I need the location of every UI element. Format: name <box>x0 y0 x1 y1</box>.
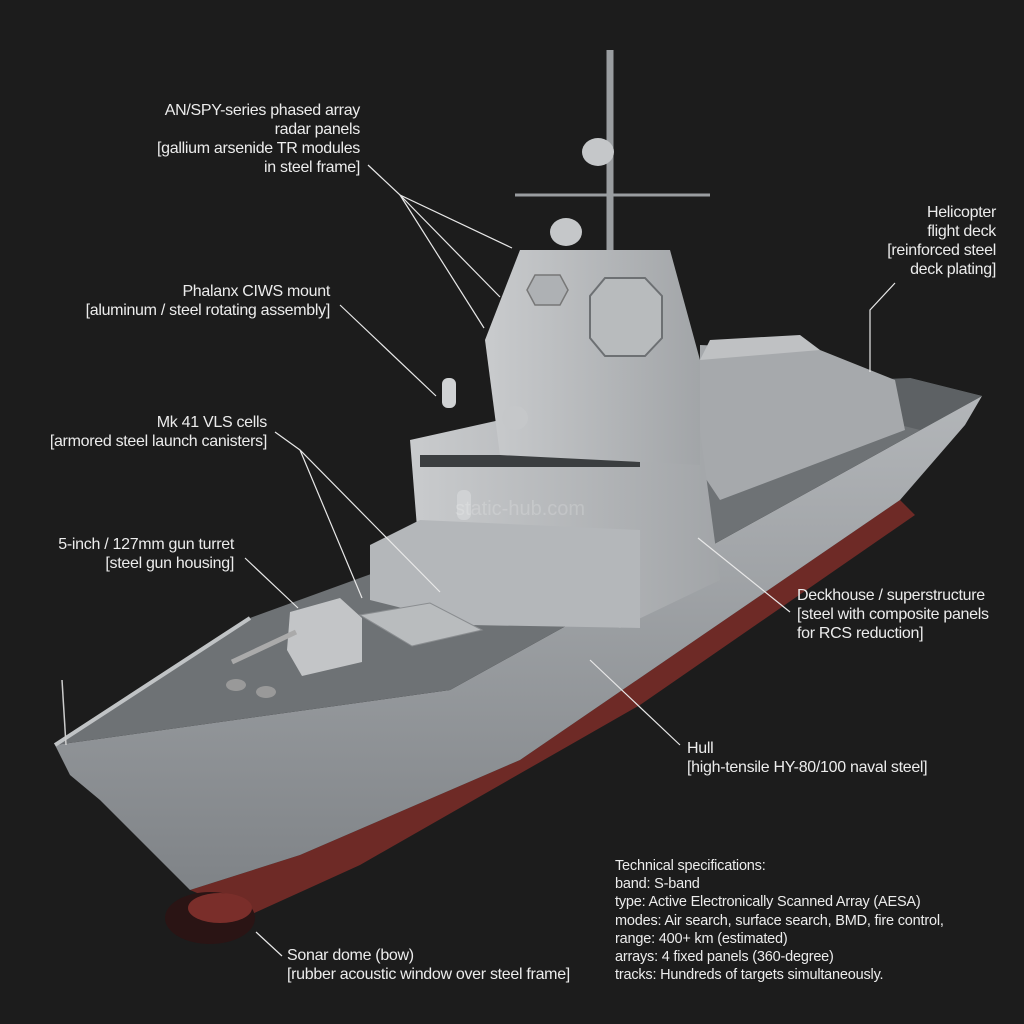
spec-line: type: Active Electronically Scanned Arra… <box>615 894 921 911</box>
lower-hull <box>190 500 915 915</box>
label-deckhouse: Deckhouse / superstructure [steel with c… <box>797 586 989 643</box>
hangar <box>700 345 905 500</box>
label-title: Hull <box>687 740 714 757</box>
ciws <box>442 378 456 408</box>
specs-heading: Technical specifications: <box>615 858 766 874</box>
label-title: Helicopter <box>926 204 996 221</box>
label-title: 5-inch / 127mm gun turret <box>58 536 234 553</box>
label-radar: AN/SPY-series phased array radar panels … <box>157 101 360 177</box>
label-material: in steel frame] <box>264 159 360 176</box>
hull-side <box>55 396 982 890</box>
label-title: Mk 41 VLS cells <box>156 414 268 431</box>
label-title: AN/SPY-series phased array <box>164 102 361 119</box>
label-phalanx: Phalanx CIWS mount [aluminum / steel rot… <box>85 282 331 320</box>
label-helicopter: Helicopter flight deck [reinforced steel… <box>887 203 996 279</box>
radar-tower <box>485 250 700 465</box>
spec-line: modes: Air search, surface search, BMD, … <box>615 912 944 929</box>
label-vls: Mk 41 VLS cells [armored steel launch ca… <box>50 413 267 451</box>
label-material: [reinforced steel <box>887 242 996 259</box>
vls-cells <box>358 602 484 647</box>
label-material: deck plating] <box>910 261 996 278</box>
label-material: [armored steel launch canisters] <box>49 433 267 450</box>
label-material: [rubber acoustic window over steel frame… <box>287 966 570 983</box>
spec-line: band: S-band <box>615 876 700 893</box>
label-title: flight deck <box>927 223 996 240</box>
label-title: Deckhouse / superstructure <box>797 587 985 604</box>
gun-turret <box>287 598 362 676</box>
label-hull: Hull [high-tensile HY-80/100 naval steel… <box>687 739 928 777</box>
label-gun: 5-inch / 127mm gun turret [steel gun hou… <box>58 535 234 573</box>
spec-line: arrays: 4 fixed panels (360-degree) <box>615 949 834 966</box>
label-title: Sonar dome (bow) <box>287 947 414 964</box>
spec-line: range: 400+ km (estimated) <box>615 930 788 947</box>
label-material: [gallium arsenide TR modules <box>157 140 360 157</box>
label-title: Phalanx CIWS mount <box>182 283 330 300</box>
radar-panel <box>589 277 663 357</box>
technical-specifications: Technical specifications: band: S-band t… <box>615 857 944 984</box>
label-material: [steel with composite panels <box>797 606 989 623</box>
label-material: [steel gun housing] <box>105 555 234 572</box>
leader-lines <box>244 164 896 957</box>
label-title: radar panels <box>274 121 361 138</box>
label-material: [aluminum / steel rotating assembly] <box>85 302 331 319</box>
watermark: static-hub.com <box>455 498 586 520</box>
label-material: [high-tensile HY-80/100 naval steel] <box>687 759 928 776</box>
spec-line: tracks: Hundreds of targets simultaneous… <box>615 967 884 984</box>
label-material: for RCS reduction] <box>797 625 924 642</box>
label-sonar: Sonar dome (bow) [rubber acoustic window… <box>287 946 570 984</box>
